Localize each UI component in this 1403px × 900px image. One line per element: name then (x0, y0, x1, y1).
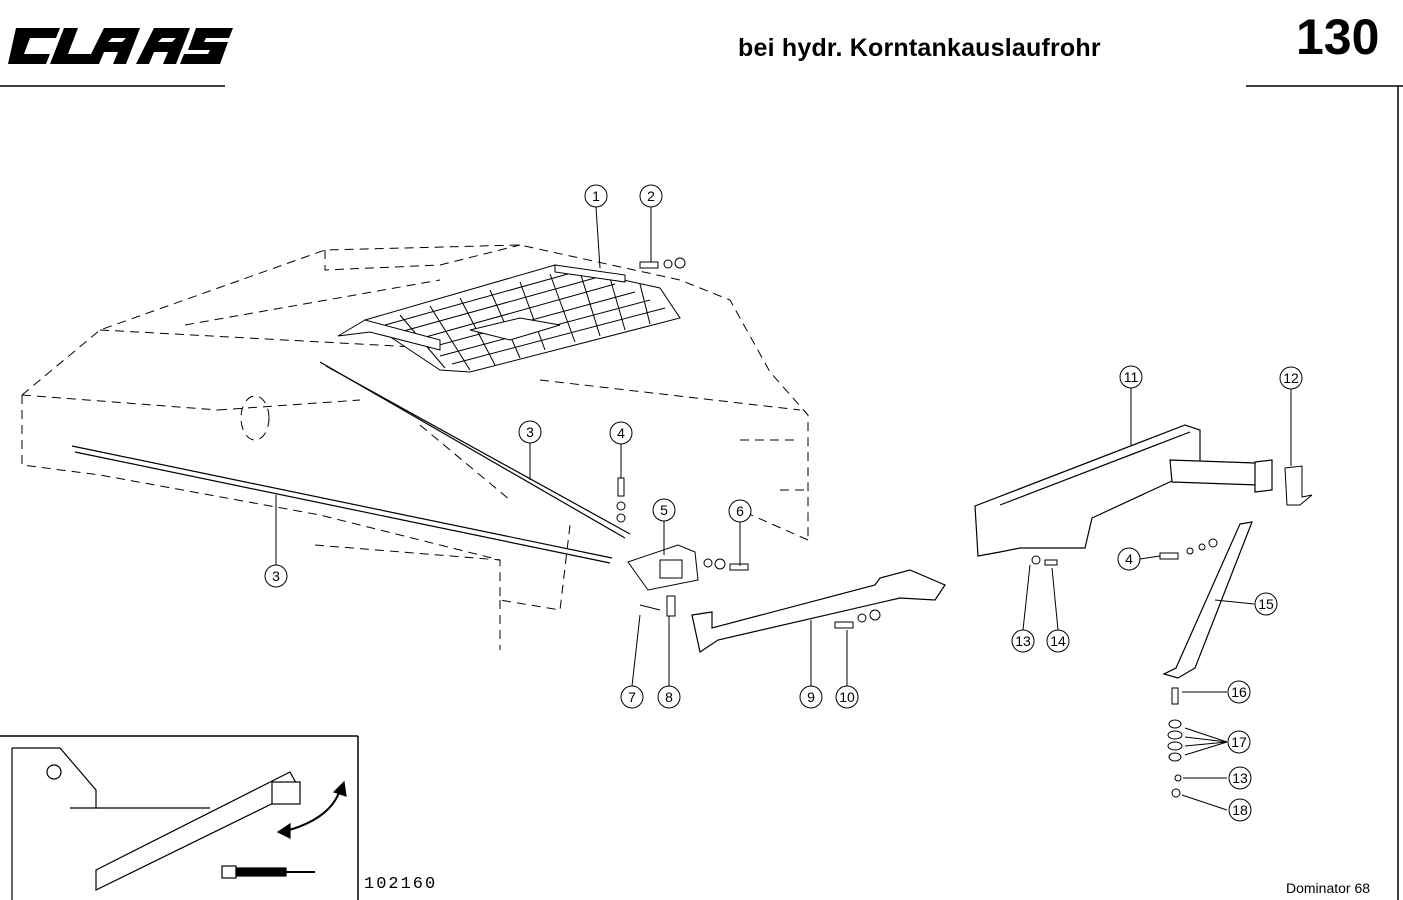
drawing-number: 102160 (364, 875, 438, 894)
bolt-parts-13-14 (1031, 538, 1218, 566)
callout-7: 7 (620, 685, 644, 709)
callout-16: 16 (1227, 680, 1251, 704)
callout-9: 9 (799, 685, 823, 709)
svg-text:11: 11 (1124, 369, 1139, 385)
callout-5: 5 (652, 498, 676, 522)
svg-text:3: 3 (272, 568, 280, 584)
page-title: bei hydr. Korntankauslaufrohr (738, 34, 1101, 62)
arm-part-9 (691, 569, 946, 653)
callout-4a: 4 (609, 421, 633, 445)
callout-3b: 3 (264, 564, 288, 588)
page-number: 130 (1296, 9, 1380, 65)
inset-detail (11, 747, 347, 900)
svg-text:13: 13 (1232, 770, 1248, 786)
callout-6: 6 (728, 499, 752, 523)
callout-1: 1 (584, 184, 608, 208)
svg-text:14: 14 (1050, 633, 1066, 649)
callout-14: 14 (1046, 629, 1070, 653)
frame-part-11 (974, 424, 1273, 557)
svg-text:15: 15 (1258, 596, 1274, 612)
svg-text:4: 4 (617, 425, 625, 441)
bolt-part-2 (639, 257, 686, 269)
callout-15: 15 (1254, 592, 1278, 616)
svg-text:1: 1 (592, 188, 600, 204)
callout-17: 17 (1227, 730, 1251, 754)
callout-10: 10 (835, 685, 859, 709)
svg-text:17: 17 (1231, 734, 1247, 750)
callout-12: 12 (1279, 366, 1303, 390)
strut-parts-3 (71, 361, 631, 564)
svg-text:8: 8 (665, 689, 673, 705)
callout-4b: 4 (1117, 547, 1141, 571)
model-name: Dominator 68 (1286, 880, 1371, 896)
callout-markers: 1 2 3 3 4 4 5 6 7 8 9 10 11 12 13 13 14 … (264, 184, 1303, 822)
bolt-part-4 (616, 477, 626, 523)
callout-18: 18 (1228, 798, 1252, 822)
svg-text:18: 18 (1232, 802, 1248, 818)
bolt-part-6 (703, 558, 749, 571)
svg-text:7: 7 (628, 689, 636, 705)
callout-13a: 13 (1011, 629, 1035, 653)
callout-13b: 13 (1228, 766, 1252, 790)
svg-text:6: 6 (736, 503, 744, 519)
bolt-part-10 (834, 609, 881, 629)
hardware-parts-16-18 (1167, 687, 1183, 798)
brace-part-15 (1162, 521, 1253, 679)
pin-parts-7-8 (639, 595, 676, 617)
svg-text:9: 9 (807, 689, 815, 705)
svg-text:4: 4 (1125, 551, 1133, 567)
svg-text:13: 13 (1015, 633, 1031, 649)
grid-cover-part (337, 264, 681, 373)
svg-text:12: 12 (1283, 370, 1299, 386)
svg-text:2: 2 (647, 188, 655, 204)
svg-text:3: 3 (526, 424, 534, 440)
callout-3a: 3 (518, 420, 542, 444)
bracket-part-12 (1284, 465, 1313, 506)
svg-text:10: 10 (839, 689, 855, 705)
brand-logo (8, 28, 233, 64)
callout-2: 2 (639, 184, 663, 208)
svg-text:5: 5 (660, 502, 668, 518)
callout-11: 11 (1119, 365, 1143, 389)
bracket-part-5 (627, 544, 699, 591)
svg-text:16: 16 (1231, 684, 1247, 700)
callout-8: 8 (657, 685, 681, 709)
frame-lines (0, 85, 1403, 900)
leader-lines (275, 206, 1292, 811)
